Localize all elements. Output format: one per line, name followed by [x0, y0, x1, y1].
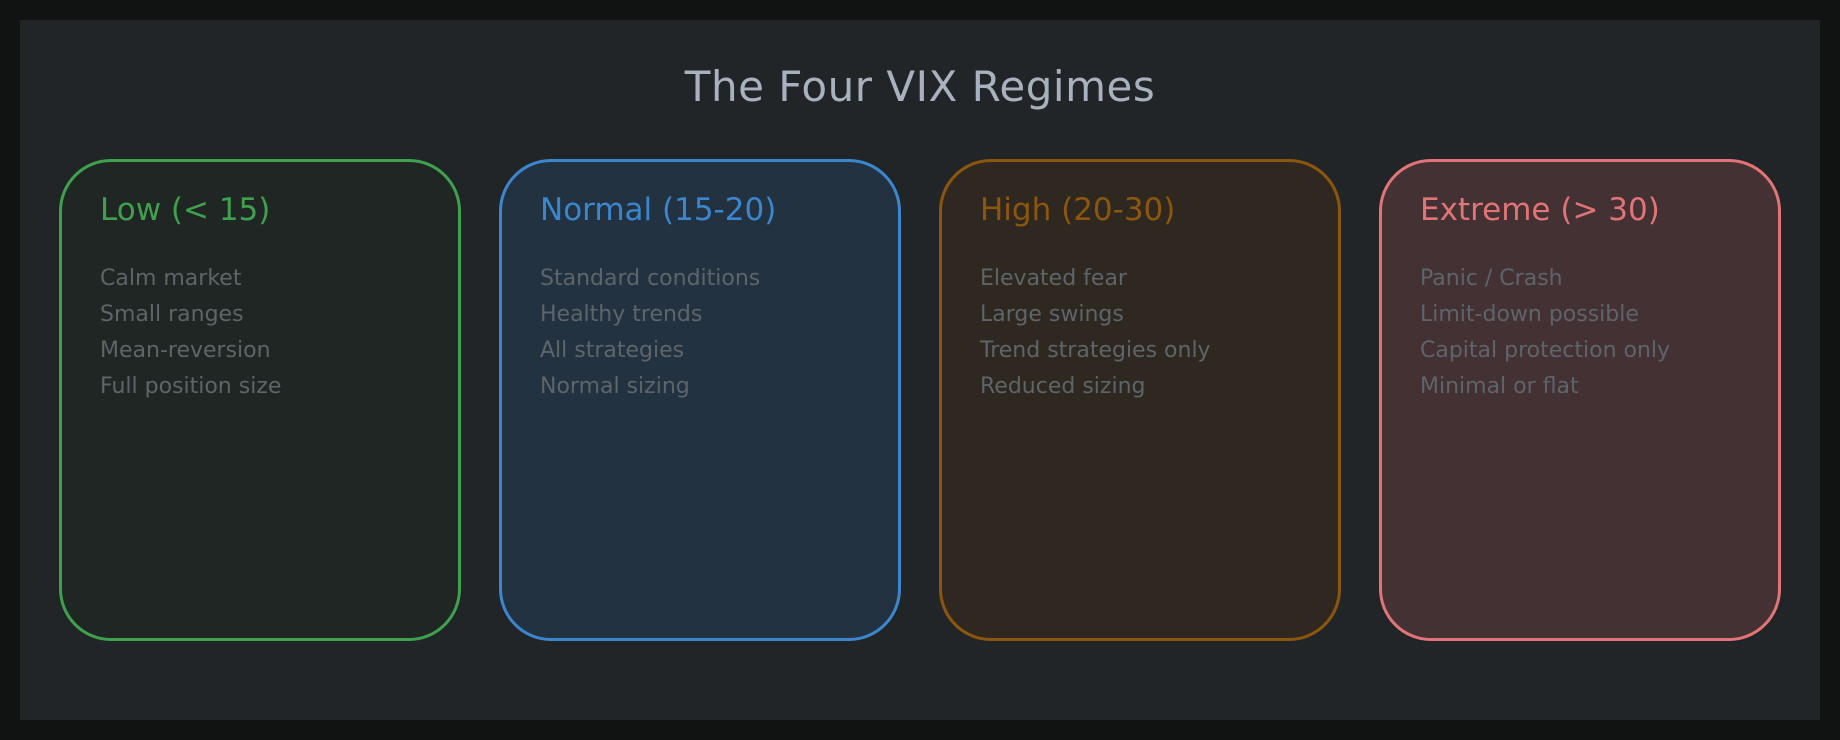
trait-item: Capital protection only — [1420, 338, 1671, 363]
regime-traits-extreme: Panic / Crash Limit-down possible Capita… — [1420, 261, 1670, 405]
trait-item: Large swings — [980, 302, 1124, 327]
regime-traits-high: Elevated fear Large swings Trend strateg… — [980, 261, 1211, 405]
trait-item: Minimal or flat — [1420, 374, 1579, 399]
regime-title-normal: Normal (15-20) — [540, 192, 777, 228]
regime-card-high: High (20-30) Elevated fear Large swings … — [939, 159, 1341, 641]
trait-item: All strategies — [540, 338, 685, 363]
trait-item: Small ranges — [100, 302, 244, 327]
regime-title-extreme: Extreme (> 30) — [1420, 192, 1660, 228]
trait-item: Standard conditions — [540, 266, 761, 291]
regime-card-extreme: Extreme (> 30) Panic / Crash Limit-down … — [1379, 159, 1781, 641]
trait-item: Mean-reversion — [100, 338, 271, 363]
regime-title-high: High (20-30) — [980, 192, 1176, 228]
diagram-title: The Four VIX Regimes — [684, 62, 1156, 111]
trait-item: Full position size — [100, 374, 282, 399]
trait-item: Elevated fear — [980, 266, 1127, 291]
trait-item: Calm market — [100, 266, 242, 291]
trait-item: Healthy trends — [540, 302, 703, 327]
regime-traits-normal: Standard conditions Healthy trends All s… — [540, 261, 760, 405]
trait-item: Reduced sizing — [980, 374, 1146, 399]
regime-traits-low: Calm market Small ranges Mean-reversion … — [100, 261, 281, 405]
diagram-canvas: The Four VIX Regimes Low (< 15) Calm mar… — [20, 20, 1820, 720]
regime-card-low: Low (< 15) Calm market Small ranges Mean… — [59, 159, 461, 641]
regime-title-low: Low (< 15) — [100, 192, 271, 228]
trait-item: Normal sizing — [540, 374, 690, 399]
trait-item: Limit-down possible — [1420, 302, 1639, 327]
trait-item: Trend strategies only — [980, 338, 1211, 363]
trait-item: Panic / Crash — [1420, 266, 1563, 291]
regime-card-normal: Normal (15-20) Standard conditions Healt… — [499, 159, 901, 641]
